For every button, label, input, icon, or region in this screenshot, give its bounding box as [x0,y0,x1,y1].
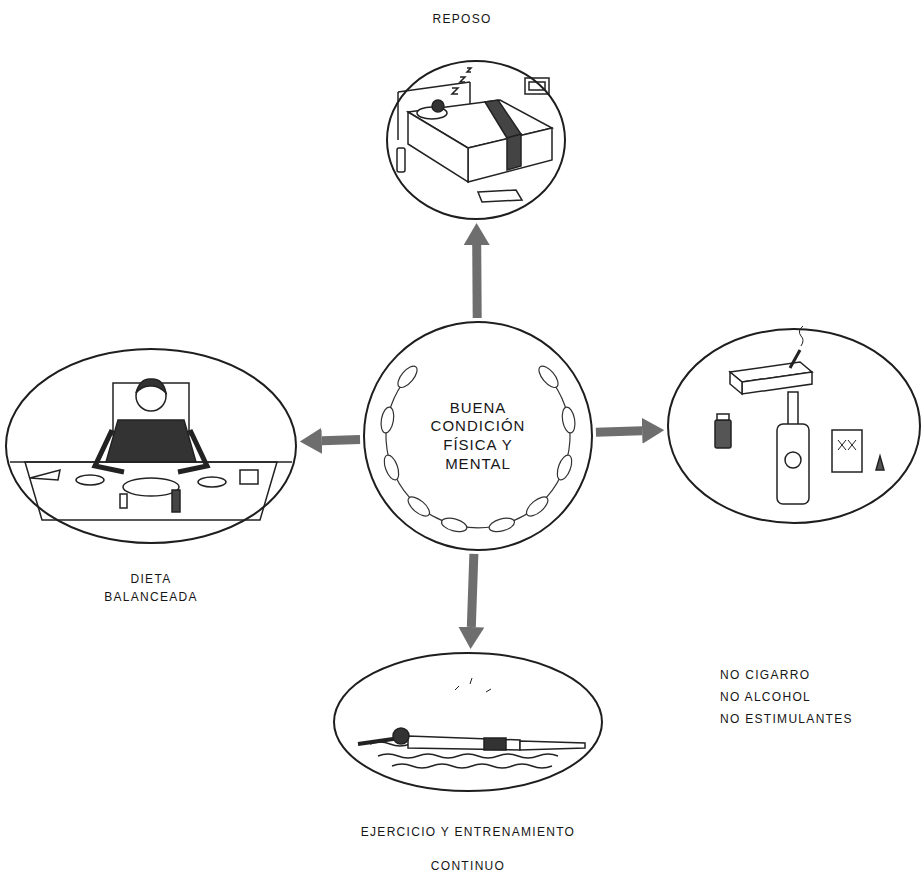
laurel-leaf [395,363,421,391]
node-label: EJERCICIO Y ENTRENAMIENTO CONTINUO [338,815,598,883]
swim-trunks [484,738,506,750]
arrow-connector [322,440,360,441]
topic-ellipse: EJERCICIO Y ENTRENAMIENTO CONTINUO [333,652,603,792]
glass [120,494,127,508]
laurel-leaf [488,516,516,534]
arrow-connector [472,245,481,318]
caption: REPOSO [402,10,522,28]
bottle-label [785,452,801,468]
shirt [106,420,196,462]
splash [455,678,491,692]
ellipse-border [6,349,296,543]
topic-ellipse: DIETA BALANCEADA [5,348,297,544]
pill-cap [717,414,729,420]
bed-side [408,112,468,182]
node-label: NO ALCOHOL [720,686,915,708]
laurel-leaf [536,363,562,391]
node-label: NO CIGARRO [720,664,915,686]
ellipse-outline [5,348,297,544]
arrow-connector [471,554,474,627]
floor-mat [478,190,522,202]
bottle [397,148,405,172]
ellipse-border [364,322,592,550]
node-label: DIETA BALANCEADA [96,570,206,606]
ellipse-outline [667,328,921,524]
arrow-connector [596,431,642,432]
cigarette-pack [742,372,812,394]
topic-ellipse: REPOSO [386,60,566,220]
hair [136,379,166,393]
sleeper-head [432,100,444,112]
circle-text: BUENA CONDICIÓN FÍSICA Y MENTAL [363,321,593,551]
node-label: NO ESTIMULANTES [720,708,915,730]
laurel-leaf [379,406,395,434]
table-top [25,462,277,520]
dining-illustration [10,379,292,520]
laurel-leaf [405,494,433,520]
ellipse-outline [333,652,603,792]
wreath-stem [386,377,570,528]
vices-illustration [715,326,884,504]
water-line [392,764,552,768]
food-slice [30,470,60,480]
bottle-body [777,424,809,504]
center-circle: BUENA CONDICIÓN FÍSICA Y MENTAL [363,321,593,551]
laurel-wreath [379,363,577,534]
ellipse-outline [386,60,566,220]
plate [123,478,179,496]
ellipse-border [668,329,920,523]
can [832,430,862,472]
can-marks [838,440,856,450]
swimmer-legs [520,741,585,750]
caption: NO CIGARRONO ALCOHOLNO ESTIMULANTES [720,664,915,730]
laurel-leaf [560,406,576,434]
caption: EJERCICIO Y ENTRENAMIENTO CONTINUO [338,815,598,883]
laurel-leaf [440,516,468,534]
bed-illustration [397,68,552,202]
ellipse-border [387,61,565,219]
bottle [172,490,180,512]
topic-ellipse: NO CIGARRONO ALCOHOLNO ESTIMULANTES [667,328,921,524]
bottle-neck [788,392,798,426]
small-cone [876,456,884,470]
cigarette [790,350,800,368]
laurel-leaf [381,453,401,482]
laurel-leaf [523,494,551,520]
swimmer-head [393,728,409,744]
arm [178,430,207,472]
swimmer-illustration [358,678,585,768]
node-label: REPOSO [402,10,522,28]
headboard-post [469,82,471,106]
pill-bottle [715,420,731,448]
laurel-leaf [554,453,574,482]
arm [95,430,124,472]
plate [76,475,104,485]
sleep-marks [452,68,471,94]
headboard-post [397,92,399,140]
node-label: BUENA CONDICIÓN FÍSICA Y MENTAL [431,399,526,474]
plate [198,477,226,487]
caption: DIETA BALANCEADA [96,570,206,606]
blanket-band [485,100,521,138]
ellipse-border [334,653,602,791]
blanket-band [507,134,521,170]
cigarette-pack [730,372,742,394]
cup [240,470,258,484]
water-line [378,754,558,758]
swimmer-body [408,736,520,750]
